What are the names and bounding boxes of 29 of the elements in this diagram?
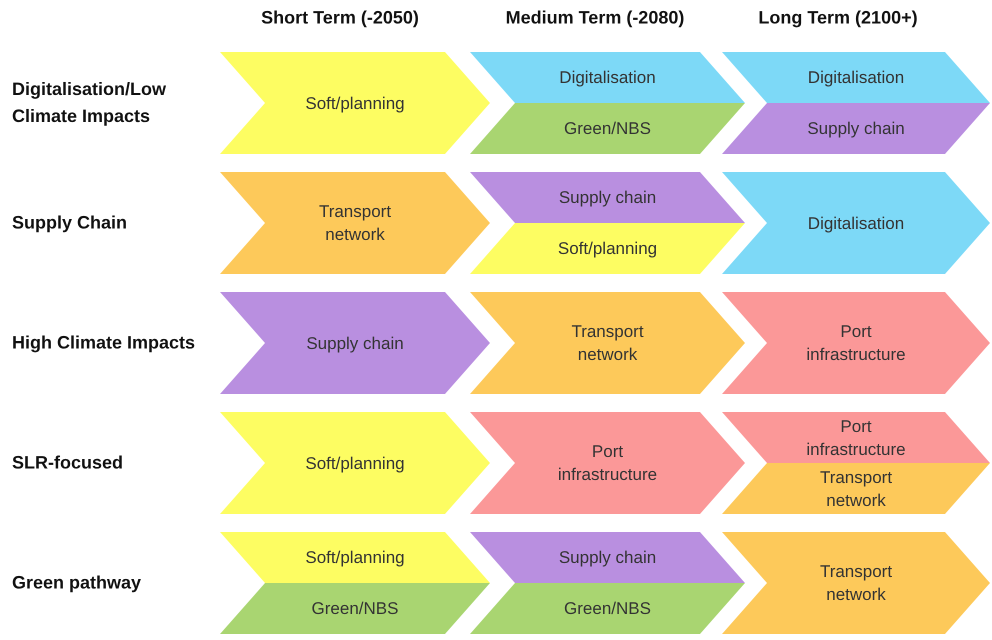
row-label: SLR-focused — [12, 452, 124, 474]
chevron-label: Soft/planning — [305, 452, 405, 474]
chevron-label: Supply chain — [558, 187, 656, 209]
chevron-label: Digitalisation — [559, 67, 656, 89]
column-header: Long Term (2100+) — [758, 6, 918, 30]
chevron-label: Green/NBS — [312, 598, 398, 620]
chevron-label: Soft/planning — [558, 238, 658, 260]
row-label: Green pathway — [12, 572, 142, 594]
chevron-label: Green/NBS — [564, 598, 651, 620]
chevron-label: Transport network — [818, 561, 894, 606]
chevron-label: Supply chain — [558, 547, 656, 569]
chevron-label: Transport network — [570, 321, 645, 366]
chevron-label: Supply chain — [306, 332, 404, 354]
chevron-label: Supply chain — [807, 118, 905, 140]
row-label: Supply Chain — [12, 212, 128, 234]
column-header: Short Term (-2050) — [261, 6, 419, 30]
chevron-label: Soft/planning — [305, 92, 405, 114]
row-label: High Climate Impacts — [12, 332, 196, 354]
chevron-label: Soft/planning — [305, 547, 405, 569]
chevron-label: Green/NBS — [564, 118, 651, 140]
chevron-label: Transport network — [318, 201, 392, 246]
row-label: Digitalisation/Low Climate Impacts — [12, 78, 168, 128]
chevron-label: Transport network — [818, 466, 894, 512]
chevron-label: Port infrastructure — [805, 321, 907, 366]
chevron-label: Digitalisation — [808, 67, 904, 89]
chevron-label: Port infrastructure — [805, 416, 907, 460]
chevron-label: Digitalisation — [808, 212, 904, 234]
column-header: Medium Term (-2080) — [506, 6, 684, 30]
chevron-label: Port infrastructure — [556, 441, 658, 486]
